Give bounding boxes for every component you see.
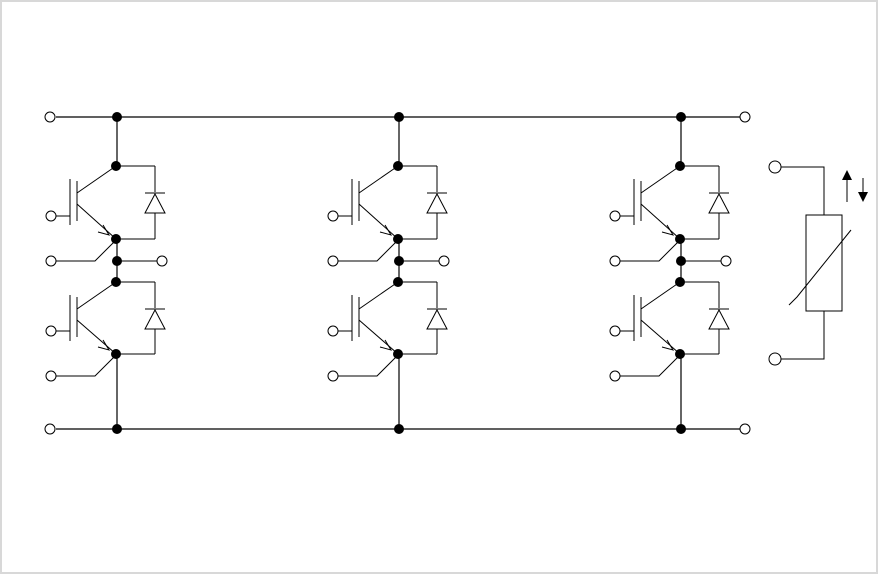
igbt-1 (45, 161, 166, 244)
ntc-thermistor-icon (768, 160, 852, 366)
gate-terminal (327, 210, 339, 222)
thermistor-body (805, 214, 843, 312)
arrow-down-icon (858, 178, 868, 202)
gate-terminal (45, 325, 57, 337)
output-terminal (438, 255, 450, 267)
leg-1 (45, 112, 168, 434)
emitter-arrow (379, 224, 393, 236)
bus-plus-terminal-left (44, 111, 56, 123)
diode-icon (680, 165, 730, 240)
bus-minus-terminal-right (739, 423, 751, 435)
arrow-up-icon (842, 170, 852, 202)
thermistor-terminal-top (768, 160, 782, 174)
emitter-arrow (97, 224, 111, 236)
igbt-4 (327, 277, 448, 359)
leg-2 (327, 112, 450, 434)
bus-plus-terminal-right (739, 111, 751, 123)
diode-icon (680, 281, 730, 355)
diode-icon (116, 281, 166, 355)
thermistor-terminal-bottom (768, 352, 782, 366)
aux-emitter-terminal-bottom (45, 370, 57, 382)
output-terminal (156, 255, 168, 267)
aux-emitter-terminal-bottom (327, 370, 339, 382)
emitter-arrow (379, 339, 393, 351)
gate-terminal (609, 325, 621, 337)
igbt-6 (609, 277, 730, 359)
output-terminal (720, 255, 732, 267)
bus-minus-terminal-left (44, 423, 56, 435)
diode-icon (116, 165, 166, 240)
emitter-arrow (97, 339, 111, 351)
diode-icon (398, 165, 448, 240)
gate-terminal (45, 210, 57, 222)
leg-3 (609, 112, 732, 434)
half-bridge-legs (45, 112, 732, 434)
gate-terminal (609, 210, 621, 222)
igbt-5 (609, 161, 730, 244)
igbt-2 (45, 277, 166, 359)
aux-emitter-terminal-top (327, 255, 339, 267)
emitter-arrow (661, 339, 675, 351)
emitter-arrow (661, 224, 675, 236)
igbt-3 (327, 161, 448, 244)
gate-terminal (327, 325, 339, 337)
aux-emitter-terminal-top (609, 255, 621, 267)
aux-emitter-terminal-top (45, 255, 57, 267)
diode-icon (398, 281, 448, 355)
aux-emitter-terminal-bottom (609, 370, 621, 382)
